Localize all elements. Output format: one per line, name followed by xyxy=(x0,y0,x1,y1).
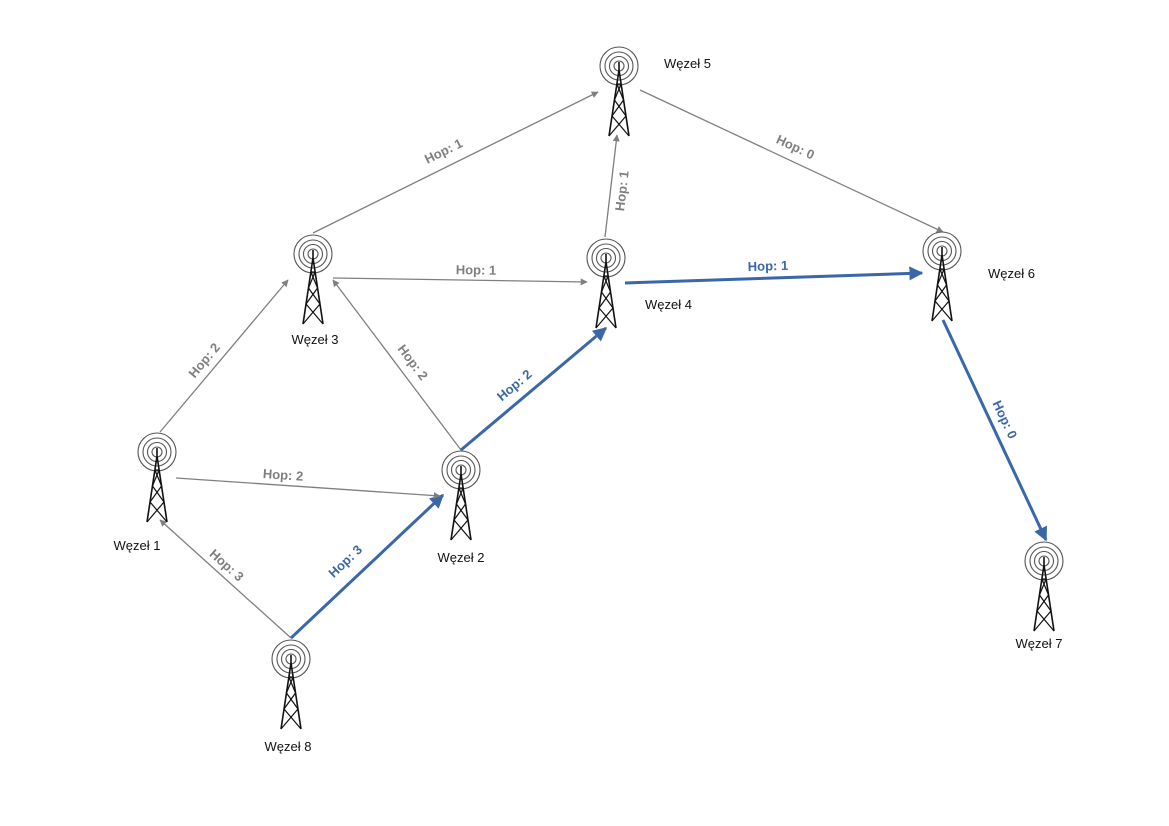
node-label: Węzeł 8 xyxy=(265,739,312,754)
node-n3: Węzeł 3 xyxy=(292,234,339,347)
link-arrow xyxy=(175,477,441,500)
node-label: Węzeł 7 xyxy=(1016,636,1063,651)
edge-n3-n5: Hop: 1 xyxy=(312,91,599,234)
node-label: Węzeł 6 xyxy=(988,266,1035,281)
route-arrow xyxy=(460,326,608,452)
node-label: Węzeł 2 xyxy=(438,550,485,565)
hop-label: Hop: 2 xyxy=(494,366,535,404)
hop-label: Hop: 0 xyxy=(990,398,1021,441)
link-arrow xyxy=(332,277,588,286)
radio-tower-icon xyxy=(1024,541,1064,632)
edge-n2-n4: Hop: 2 xyxy=(460,326,608,452)
edge-n8-n1: Hop: 3 xyxy=(159,519,292,639)
node-n4: Węzeł 4 xyxy=(586,238,692,329)
radio-tower-icon xyxy=(271,639,311,730)
link-arrow xyxy=(639,89,944,233)
hop-label: Hop: 0 xyxy=(774,132,817,163)
hop-label: Hop: 2 xyxy=(262,466,303,484)
radio-tower-icon xyxy=(293,234,333,325)
node-label: Węzeł 3 xyxy=(292,332,339,347)
link-arrow xyxy=(312,91,599,234)
link-arrow xyxy=(604,134,620,238)
hop-label: Hop: 3 xyxy=(207,546,247,584)
node-n1: Węzeł 1 xyxy=(114,432,177,553)
route-arrow xyxy=(941,319,1048,542)
link-arrow xyxy=(159,519,292,639)
link-arrow xyxy=(159,279,289,433)
radio-tower-icon xyxy=(137,432,177,523)
route-arrow xyxy=(289,493,445,640)
nodes-layer: Węzeł 1 Węzeł 2 Węzeł 3 Węzeł 4 Węzeł 5 Węzeł… xyxy=(114,46,1064,754)
hop-label: Hop: 1 xyxy=(612,170,632,212)
radio-tower-icon xyxy=(922,231,962,322)
edge-n5-n6: Hop: 0 xyxy=(639,89,944,233)
node-label: Węzeł 5 xyxy=(664,56,711,71)
edge-n1-n2: Hop: 2 xyxy=(175,466,441,500)
edge-n8-n2: Hop: 3 xyxy=(289,493,445,640)
hop-label: Hop: 1 xyxy=(748,258,789,274)
node-n2: Węzeł 2 xyxy=(438,450,485,565)
edge-n1-n3: Hop: 2 xyxy=(159,279,289,433)
edge-n6-n7: Hop: 0 xyxy=(941,319,1048,542)
node-n7: Węzeł 7 xyxy=(1016,541,1064,651)
hop-label: Hop: 1 xyxy=(456,262,497,278)
link-arrow xyxy=(332,279,462,451)
route-arrow xyxy=(624,266,924,285)
radio-tower-icon xyxy=(586,238,626,329)
hop-label: Hop: 2 xyxy=(395,342,431,383)
node-n8: Węzeł 8 xyxy=(265,639,312,754)
node-n5: Węzeł 5 xyxy=(599,46,711,137)
edge-n4-n6: Hop: 1 xyxy=(624,258,924,285)
node-label: Węzeł 4 xyxy=(645,297,692,312)
radio-tower-icon xyxy=(441,450,481,541)
node-label: Węzeł 1 xyxy=(114,538,161,553)
edges-layer: Hop: 3 Hop: 3 Hop: 2 Hop: 2 Hop: 2 Hop: 2 Hop:… xyxy=(159,89,1048,640)
node-n6: Węzeł 6 xyxy=(922,231,1035,322)
edge-n3-n4: Hop: 1 xyxy=(332,262,588,286)
radio-tower-icon xyxy=(599,46,639,137)
hop-label: Hop: 2 xyxy=(185,340,223,381)
hop-label: Hop: 1 xyxy=(422,135,465,166)
edge-n4-n5: Hop: 1 xyxy=(604,134,632,238)
edge-n2-n3: Hop: 2 xyxy=(332,279,462,451)
